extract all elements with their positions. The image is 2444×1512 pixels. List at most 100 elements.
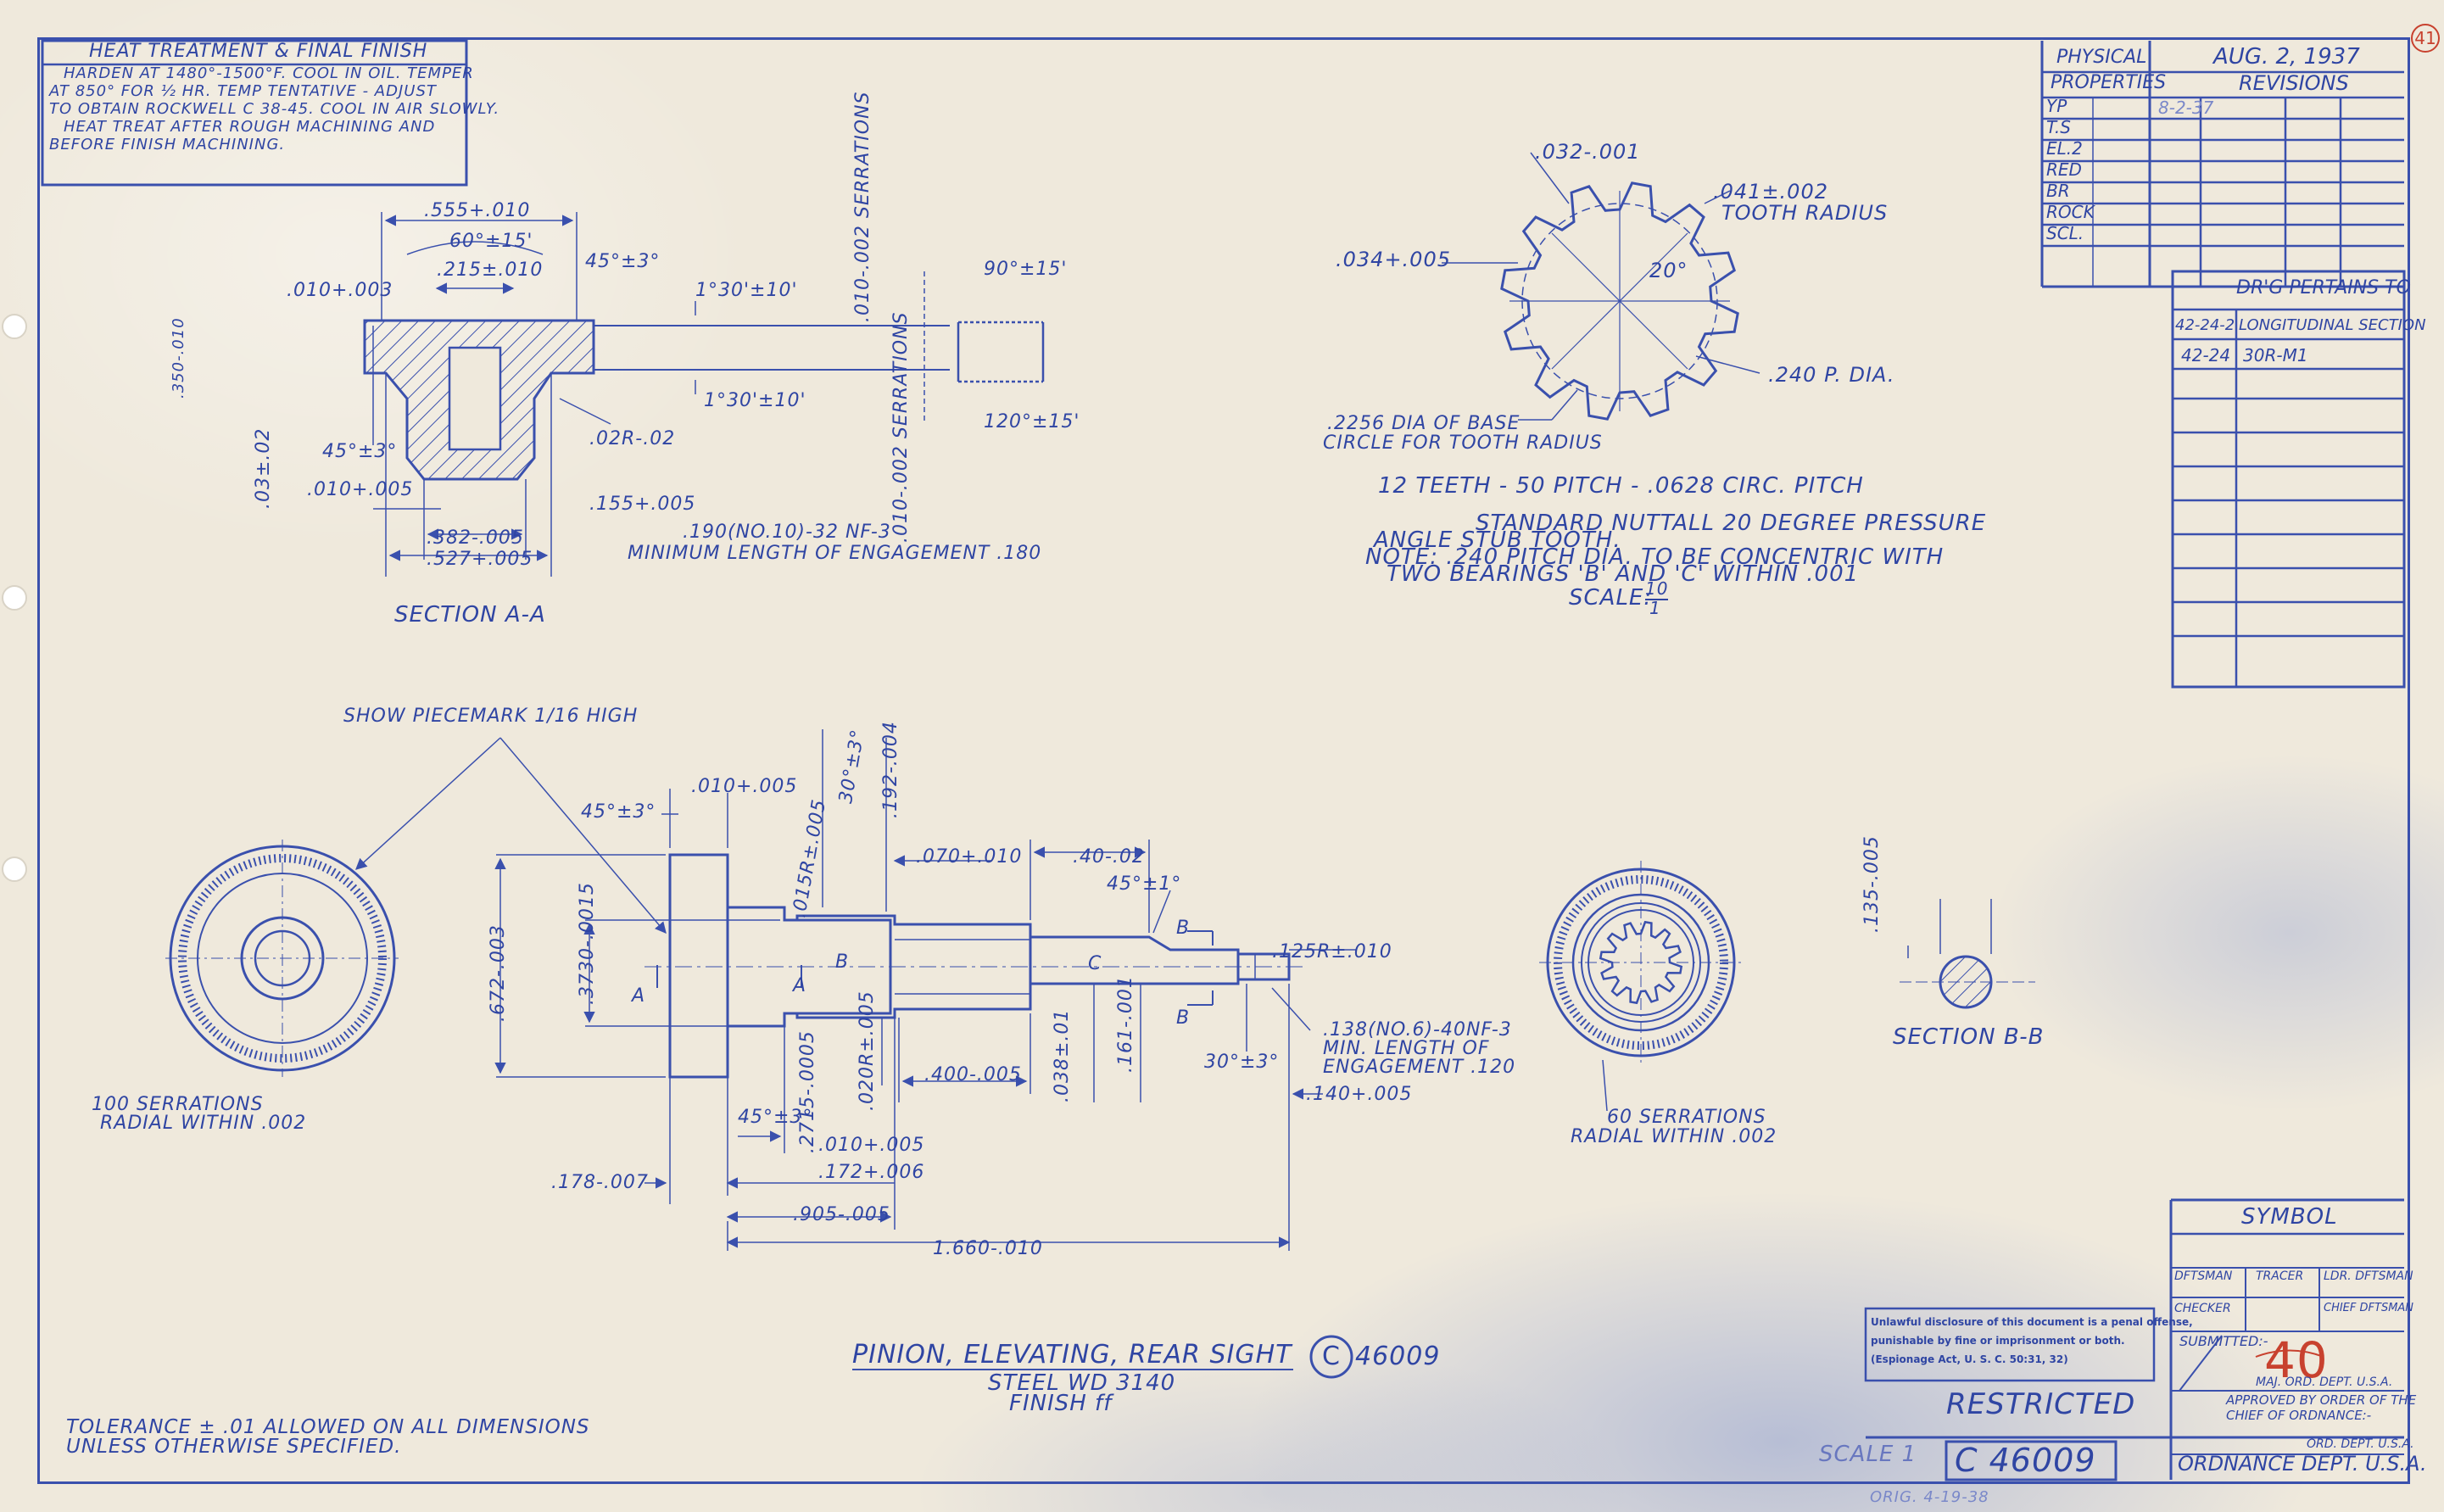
props-row: BR bbox=[2046, 181, 2070, 201]
dim-label: 45°±1° bbox=[1107, 873, 1182, 895]
block-scale: SCALE 1 bbox=[1819, 1442, 1917, 1467]
symbol-header: SYMBOL bbox=[2241, 1204, 2338, 1230]
drawing-date: AUG. 2, 1937 bbox=[2213, 44, 2360, 70]
dim-label: .672-.003 bbox=[488, 924, 509, 1022]
block-cell: CHECKER bbox=[2174, 1302, 2231, 1315]
dim-label: .034+.005 bbox=[1336, 248, 1451, 271]
dim-label: .125R±.010 bbox=[1272, 941, 1392, 962]
gear-note: TWO BEARINGS 'B' AND 'C' WITHIN .001 bbox=[1387, 561, 1860, 587]
dim-label: .905-.005 bbox=[793, 1204, 890, 1225]
tolerance-note: UNLESS OTHERWISE SPECIFIED. bbox=[66, 1436, 402, 1458]
dim-label: .135-.005 bbox=[1861, 835, 1883, 933]
dim-label: 90°±15' bbox=[984, 259, 1068, 280]
props-row: SCL. bbox=[2046, 223, 2084, 243]
dim-label: .03±.02 bbox=[253, 427, 274, 509]
dim-label: TOOTH RADIUS bbox=[1721, 201, 1889, 225]
block-cell: APPROVED BY ORDER OF THE bbox=[2226, 1392, 2417, 1408]
props-row: T.S bbox=[2046, 117, 2071, 137]
dim-label: 45°±3° bbox=[322, 441, 398, 462]
material: STEEL WD 3140 bbox=[988, 1370, 1176, 1396]
gear-scale-den: 1 bbox=[1649, 598, 1661, 618]
dim-label: .40-.02 bbox=[1073, 846, 1145, 868]
gear-scale-num: 10 bbox=[1645, 578, 1669, 600]
tolerance-note: TOLERANCE ± .01 ALLOWED ON ALL DIMENSION… bbox=[66, 1416, 590, 1438]
dim-label: .02R-.02 bbox=[589, 428, 676, 449]
section-marker: A bbox=[632, 985, 646, 1007]
pertains-cell: 30R-M1 bbox=[2243, 345, 2308, 365]
punch-hole bbox=[2, 856, 27, 882]
block-cell: LDR. DFTSMAN bbox=[2324, 1269, 2413, 1283]
finish: FINISH ff bbox=[1009, 1391, 1113, 1416]
dim-label: .041±.002 bbox=[1713, 180, 1828, 204]
dim-label: .140+.005 bbox=[1306, 1084, 1413, 1105]
dim-label: 20° bbox=[1649, 259, 1688, 282]
drawing-number: C 46009 bbox=[1955, 1442, 2096, 1479]
dim-label: .172+.006 bbox=[818, 1162, 925, 1183]
orig-date: ORIG. 4-19-38 bbox=[1870, 1488, 1989, 1506]
section-marker: A bbox=[793, 975, 807, 996]
dim-label: .155+.005 bbox=[589, 494, 696, 515]
dim-label: .527+.005 bbox=[427, 549, 533, 570]
red-number: 40 bbox=[2264, 1331, 2329, 1389]
block-cell: SUBMITTED:- bbox=[2179, 1333, 2268, 1349]
bearing-label: B bbox=[835, 951, 850, 973]
section-a-label: SECTION A-A bbox=[394, 602, 546, 628]
block-cell: MAJ. ORD. DEPT. U.S.A. bbox=[2256, 1375, 2393, 1389]
section-marker: B bbox=[1176, 1007, 1191, 1029]
punch-hole bbox=[2, 585, 27, 611]
dim-label: .215±.010 bbox=[437, 259, 544, 281]
dim-label: .382-.005 bbox=[427, 527, 524, 549]
dim-label: 1.660-.010 bbox=[933, 1238, 1043, 1259]
serrations-note: RADIAL WITHIN .002 bbox=[100, 1113, 307, 1134]
dim-label: .178-.007 bbox=[551, 1172, 649, 1193]
heat-title: HEAT TREATMENT & FINAL FINISH bbox=[89, 41, 428, 62]
dim-label: CIRCLE FOR TOOTH RADIUS bbox=[1323, 432, 1603, 454]
dim-label: .2715-.0005 bbox=[797, 1030, 818, 1153]
props-header: PHYSICAL bbox=[2056, 47, 2147, 68]
dim-label: .020R±.005 bbox=[857, 990, 878, 1111]
dim-label: .2256 DIA OF BASE bbox=[1327, 413, 1521, 434]
serrations-note: RADIAL WITHIN .002 bbox=[1571, 1126, 1777, 1147]
dim-label: 60°±15' bbox=[449, 231, 533, 252]
dim-label: 120°±15' bbox=[984, 411, 1080, 432]
revisions-header: REVISIONS bbox=[2239, 71, 2349, 95]
props-row: YP bbox=[2046, 96, 2067, 116]
gear-note: STANDARD NUTTALL 20 DEGREE PRESSURE bbox=[1476, 511, 1987, 536]
dim-label: .555+.010 bbox=[424, 200, 531, 221]
props-header: PROPERTIES bbox=[2051, 72, 2167, 93]
thread-engagement: MINIMUM LENGTH OF ENGAGEMENT .180 bbox=[628, 543, 1042, 564]
heat-line: HARDEN AT 1480°-1500°F. COOL IN OIL. TEM… bbox=[64, 64, 474, 82]
serrations-note: 100 SERRATIONS bbox=[92, 1094, 264, 1115]
dim-label: MIN. LENGTH OF bbox=[1323, 1038, 1490, 1059]
dim-label: .350-.010 bbox=[170, 317, 187, 399]
dim-label: .010-.002 SERRATIONS bbox=[852, 91, 873, 322]
heat-line: AT 850° FOR ½ HR. TEMP TENTATIVE - ADJUS… bbox=[49, 82, 437, 100]
dim-label: 30°±3° bbox=[1204, 1052, 1280, 1073]
dim-label: .400-.005 bbox=[924, 1064, 1022, 1085]
legal-note: Unlawful disclosure of this document is … bbox=[1871, 1316, 2193, 1328]
dim-label: .010+.005 bbox=[307, 479, 414, 500]
gear-note: NOTE: .240 PITCH DIA. TO BE CONCENTRIC W… bbox=[1365, 544, 1945, 570]
dim-label: .161-.001 bbox=[1115, 975, 1136, 1073]
pertains-cell: 42-24 bbox=[2181, 345, 2231, 365]
dim-label: .032-.001 bbox=[1535, 140, 1641, 164]
heat-line: TO OBTAIN ROCKWELL C 38-45. COOL IN AIR … bbox=[49, 100, 500, 118]
serrations-note: 60 SERRATIONS bbox=[1607, 1107, 1766, 1128]
part-title: PINION, ELEVATING, REAR SIGHT bbox=[852, 1340, 1292, 1370]
dim-label: ENGAGEMENT .120 bbox=[1323, 1057, 1516, 1078]
dim-label: .010-.002 SERRATIONS bbox=[890, 311, 912, 543]
title-part-number: 46009 bbox=[1355, 1342, 1441, 1371]
piecemark-note: SHOW PIECEMARK 1/16 HIGH bbox=[343, 706, 639, 727]
dim-label: 1°30'±10' bbox=[695, 280, 798, 301]
corner-number: 41 bbox=[2411, 24, 2440, 53]
restricted-stamp: RESTRICTED bbox=[1946, 1387, 2136, 1421]
dim-label: .192-.004 bbox=[880, 721, 901, 818]
bearing-label: C bbox=[1088, 953, 1102, 974]
props-row: ROCK bbox=[2046, 202, 2095, 222]
heat-line: BEFORE FINISH MACHINING. bbox=[49, 136, 286, 153]
gear-note: ANGLE STUB TOOTH. bbox=[1374, 527, 1621, 553]
section-marker: B bbox=[1176, 918, 1191, 939]
block-cell: TRACER bbox=[2256, 1269, 2304, 1283]
